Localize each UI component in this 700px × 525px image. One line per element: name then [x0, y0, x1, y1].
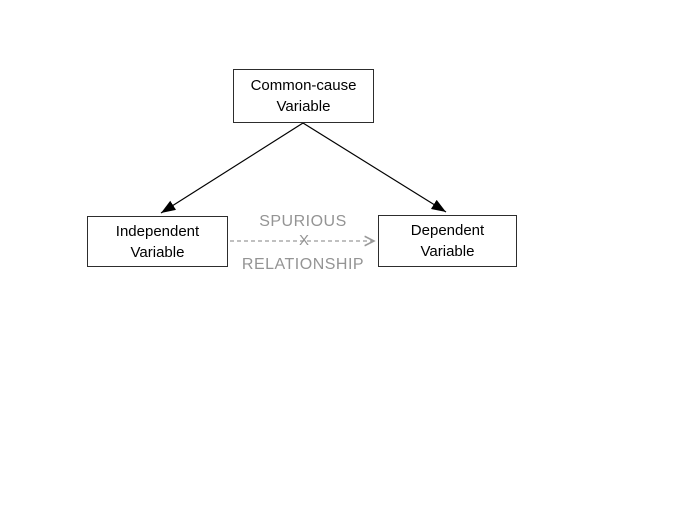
relationship-label: RELATIONSHIP — [241, 256, 365, 273]
arrow-common-to-dependent — [302, 122, 447, 213]
spurious-label: SPURIOUS — [259, 213, 347, 230]
dependent-variable-node: Dependent Variable — [378, 215, 517, 267]
independent-variable-node: Independent Variable — [87, 216, 228, 267]
common-cause-variable-node: Common-cause Variable — [233, 69, 374, 123]
dependent-variable-label: Dependent Variable — [410, 222, 485, 260]
common-cause-variable-label: Common-cause Variable — [250, 77, 357, 115]
arrow-common-to-independent — [160, 122, 304, 214]
independent-variable-label: Independent Variable — [115, 222, 200, 261]
x-mark: X — [298, 232, 310, 249]
